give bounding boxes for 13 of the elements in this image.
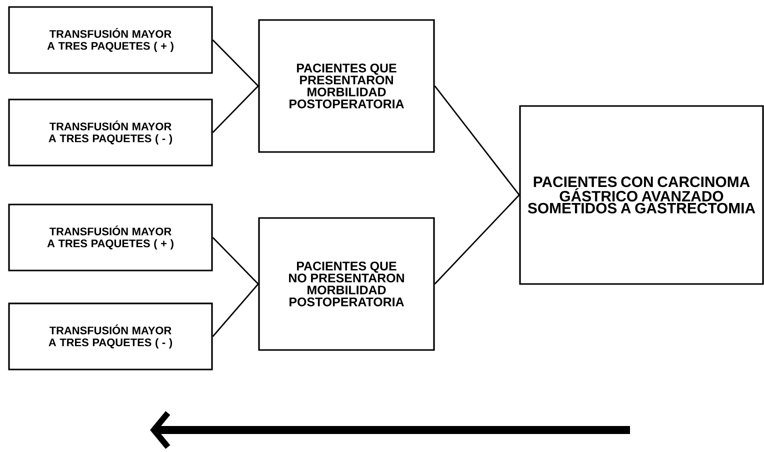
group-box: PACIENTES QUE PRESENTARON MORBILIDAD POSTOPERATORIA bbox=[258, 19, 435, 153]
connector-line bbox=[434, 194, 520, 284]
transfusion-box: TRANSFUSIÓN MAYOR A TRES PAQUETES ( - ) bbox=[8, 302, 213, 370]
group-box: PACIENTES QUE NO PRESENTARON MORBILIDAD POSTOPERATORIA bbox=[258, 217, 435, 351]
connector-line bbox=[212, 237, 259, 284]
transfusion-box: TRANSFUSIÓN MAYOR A TRES PAQUETES ( - ) bbox=[8, 98, 213, 166]
transfusion-box: TRANSFUSIÓN MAYOR A TRES PAQUETES ( + ) bbox=[8, 204, 213, 272]
connector-line bbox=[212, 284, 259, 337]
connector-line bbox=[212, 86, 259, 133]
transfusion-box: TRANSFUSIÓN MAYOR A TRES PAQUETES ( + ) bbox=[8, 6, 213, 74]
connector-line bbox=[434, 86, 520, 196]
patients-box: PACIENTES CON CARCINOMA GÁSTRICO AVANZADO SOMETIDOS A GASTRECTOMIA bbox=[519, 105, 764, 285]
connector-line bbox=[212, 40, 259, 86]
